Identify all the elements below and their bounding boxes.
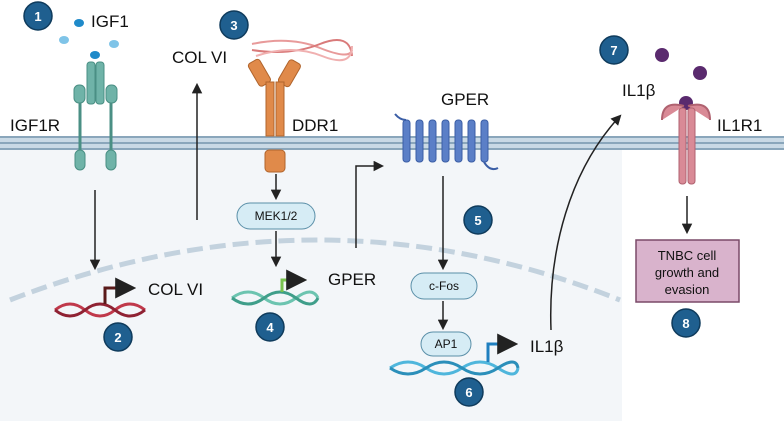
label-igf1r: IGF1R: [10, 116, 60, 135]
outcome-line-3: evasion: [665, 282, 710, 297]
arrow-il1b-secretion: [549, 114, 622, 331]
label-il1r1: IL1R1: [717, 116, 762, 135]
gper-c-terminus: [483, 161, 499, 171]
step-badge-4: 4: [255, 312, 285, 342]
ap1-node: [420, 331, 472, 357]
label-ddr1: DDR1: [292, 116, 338, 135]
transcription-arrow-col6: [103, 277, 137, 304]
label-il1b-nucleus: IL1β: [530, 337, 564, 356]
gper-n-terminus: [394, 113, 407, 121]
step-badge-2: 2: [103, 322, 133, 352]
svg-text:7: 7: [610, 43, 617, 58]
mek-node: [236, 202, 316, 230]
outcome-line-1: TNBC cell: [658, 248, 717, 263]
step-badge-3: 3: [219, 10, 249, 40]
step-badge-8: 8: [671, 308, 701, 338]
igf1r-receptor: [73, 61, 118, 171]
il1b-ligands: [655, 48, 707, 110]
label-il1b-top: IL1β: [622, 81, 656, 100]
step-badge-5: 5: [463, 205, 493, 235]
dna-gper: [231, 290, 320, 306]
collagen-fibers: [251, 39, 353, 62]
il1r1-receptor: [661, 103, 711, 185]
svg-text:4: 4: [266, 320, 274, 335]
plasma-membrane: [0, 136, 784, 150]
arrow-gper-to-membrane: [355, 160, 385, 248]
label-mek: MEK1/2: [255, 209, 298, 223]
label-ap1: AP1: [435, 337, 458, 351]
nuclear-envelope: [9, 237, 621, 303]
label-gper-membrane: GPER: [441, 90, 489, 109]
step-badge-1: 1: [23, 1, 53, 31]
svg-text:1: 1: [34, 9, 41, 24]
svg-text:2: 2: [114, 330, 121, 345]
igf1-ligands: [59, 19, 119, 59]
svg-text:8: 8: [682, 316, 689, 331]
cfos-node: [410, 272, 478, 300]
gper-receptor: [402, 119, 489, 163]
outcome-line-2: growth and: [655, 265, 719, 280]
label-cfos: c-Fos: [429, 279, 459, 293]
dna-col6: [54, 302, 146, 318]
label-igf1: IGF1: [91, 12, 129, 31]
dna-il1b: [389, 360, 520, 376]
label-col6-top: COL VI: [172, 48, 227, 67]
step-badge-7: 7: [599, 35, 629, 65]
svg-text:6: 6: [465, 385, 472, 400]
outcome-box: [635, 239, 740, 303]
label-gper-nucleus: GPER: [328, 270, 376, 289]
ddr1-receptor: [247, 58, 301, 173]
transcription-arrow-gper: [280, 269, 308, 292]
svg-text:3: 3: [230, 18, 237, 33]
transcription-arrow-il1b: [486, 333, 519, 362]
svg-text:5: 5: [474, 213, 481, 228]
step-badge-6: 6: [454, 377, 484, 407]
label-col6-nucleus: COL VI: [148, 280, 203, 299]
